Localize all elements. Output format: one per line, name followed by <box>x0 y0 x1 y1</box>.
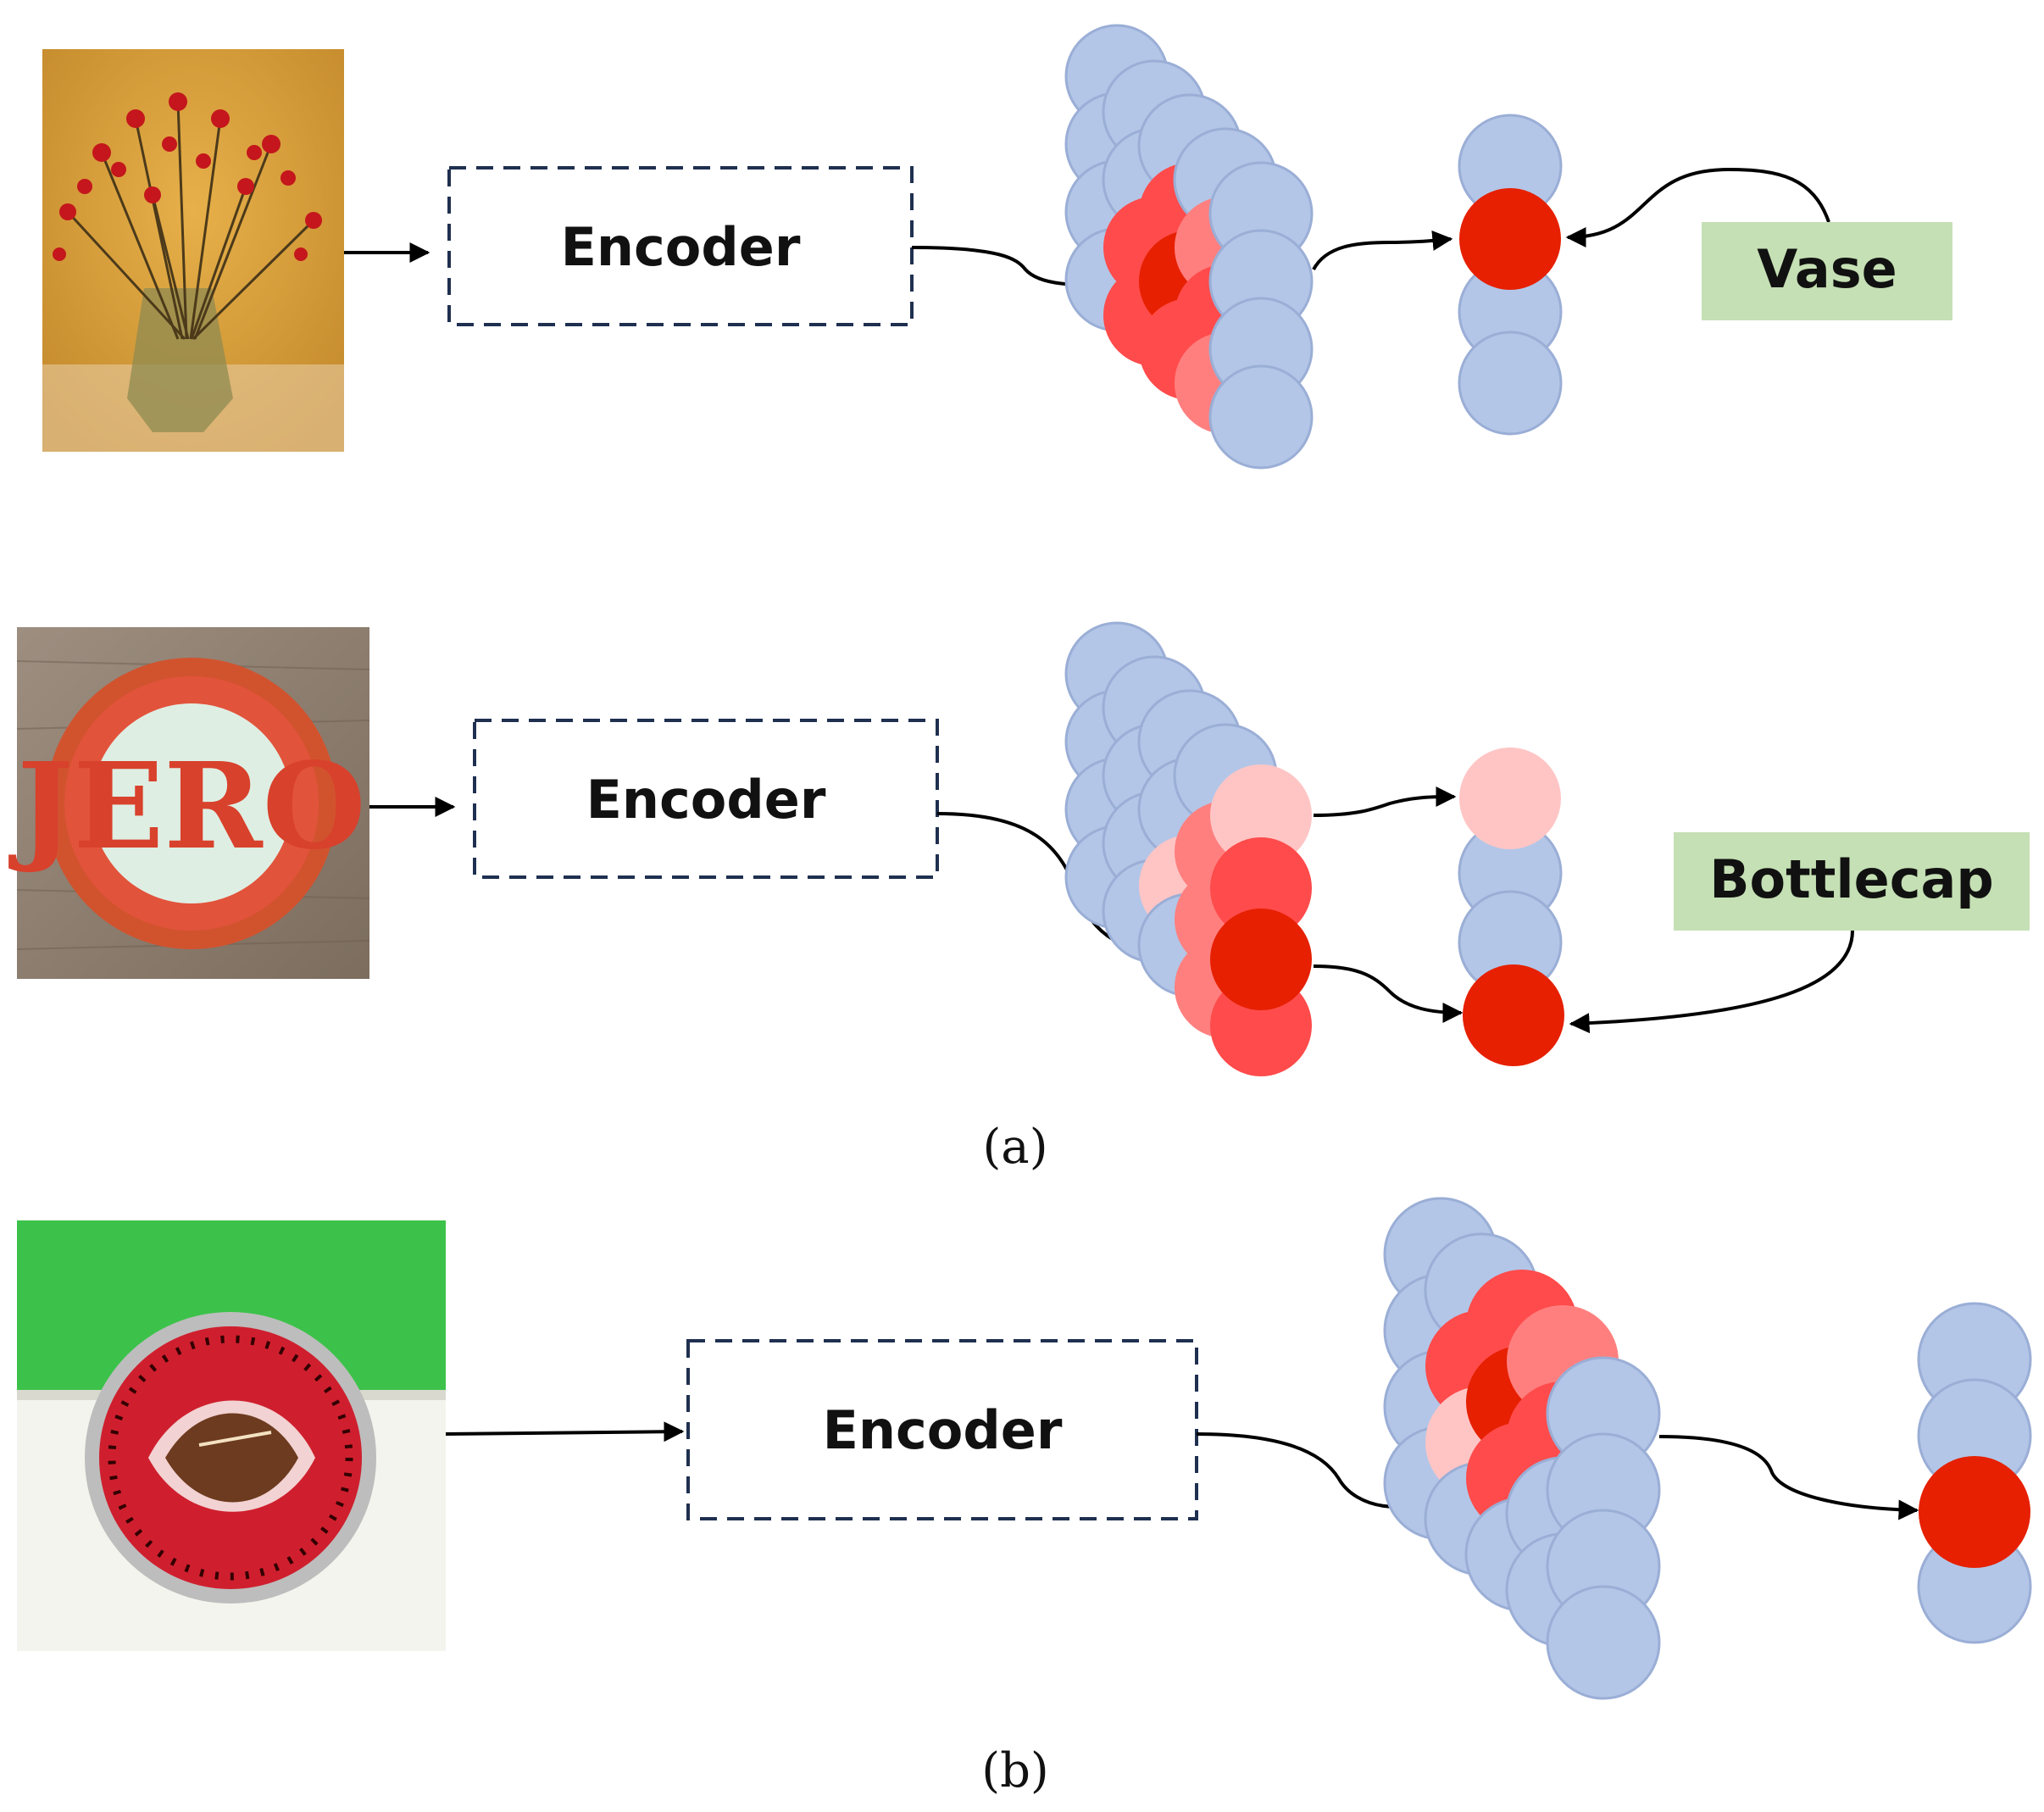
class-label-bottlecap-text: Bottlecap <box>1709 848 1993 910</box>
arrow-grid-to-vector-top <box>1313 786 1457 817</box>
feature-grid <box>1064 24 1314 470</box>
output-vector-2 <box>1458 748 1564 1066</box>
output-vector <box>1458 114 1563 436</box>
bottlecap-photo: JERO <box>8 627 370 979</box>
encoder-label: Encoder <box>561 216 801 278</box>
bottlecap-print: JERO <box>8 737 365 876</box>
row-bottlecap: JERO Encoder <box>8 621 2030 1076</box>
encoder-label-2: Encoder <box>586 769 826 831</box>
subfigure-a-label: (a) <box>982 1120 1047 1175</box>
class-label-vase-text: Vase <box>1757 238 1897 300</box>
class-label-vase: Vase <box>1702 222 1952 320</box>
arrow-label-to-vector <box>1565 167 1830 247</box>
arrow-grid-to-vector-bottom <box>1313 964 1464 1023</box>
ball-cap-photo <box>17 1220 446 1651</box>
row-vase: Encoder <box>42 24 1952 470</box>
row-ball-cap: Encoder <box>17 1197 2032 1700</box>
arrow-grid-to-vector <box>1312 231 1453 271</box>
class-label-bottlecap: Bottlecap <box>1674 832 2030 931</box>
encoder-label-3: Encoder <box>823 1399 1063 1461</box>
arrow-grid-to-vector-3 <box>1658 1435 1919 1520</box>
feature-grid-2 <box>1064 621 1312 1076</box>
feature-grid-3 <box>1383 1197 1661 1700</box>
encoder-box-3: Encoder <box>686 1339 1198 1520</box>
encoder-box-2: Encoder <box>473 719 939 879</box>
vase-photo <box>42 49 344 452</box>
subfigure-b-label: (b) <box>981 1743 1049 1798</box>
arrow-label-to-vector-2 <box>1569 930 1854 1034</box>
encoder-box: Encoder <box>447 166 914 326</box>
output-vector-3 <box>1917 1302 2032 1644</box>
arrow-photo-to-encoder-3 <box>445 1421 685 1442</box>
